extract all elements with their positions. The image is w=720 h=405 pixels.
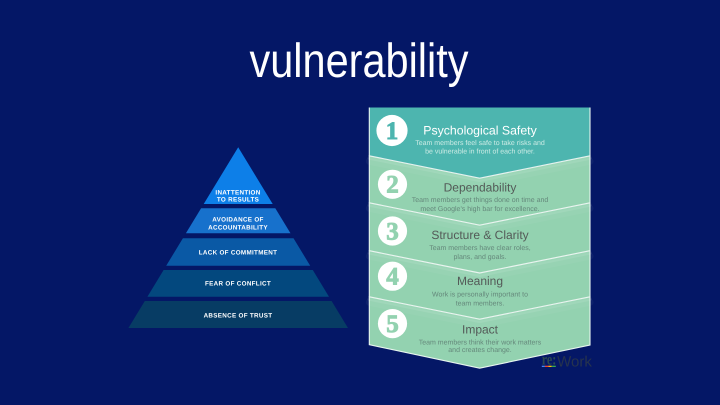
svg-text:Meaning: Meaning bbox=[457, 274, 503, 288]
svg-text:3: 3 bbox=[386, 218, 399, 245]
svg-text:Team members feel safe to take: Team members feel safe to take risks and bbox=[415, 139, 545, 147]
svg-text:Structure & Clarity: Structure & Clarity bbox=[431, 228, 528, 242]
svg-text:Team members get things done o: Team members get things done on time and bbox=[412, 196, 549, 204]
svg-text:meet Google's high bar for exc: meet Google's high bar for excellence. bbox=[420, 205, 539, 213]
svg-text:re:: re: bbox=[542, 352, 557, 369]
svg-text:ACCOUNTABILITY: ACCOUNTABILITY bbox=[208, 224, 268, 231]
svg-text:ABSENCE OF TRUST: ABSENCE OF TRUST bbox=[204, 313, 273, 320]
svg-text:be vulnerable in front of each: be vulnerable in front of each other. bbox=[425, 148, 535, 156]
svg-text:vulnerability: vulnerability bbox=[250, 35, 469, 88]
svg-text:team members.: team members. bbox=[456, 299, 505, 307]
svg-text:Team members have clear roles,: Team members have clear roles, bbox=[429, 244, 531, 252]
svg-text:Team members think their work: Team members think their work matters bbox=[419, 339, 542, 347]
svg-text:2: 2 bbox=[386, 172, 399, 199]
svg-text:TO RESULTS: TO RESULTS bbox=[217, 196, 259, 203]
svg-text:LACK OF COMMITMENT: LACK OF COMMITMENT bbox=[199, 249, 278, 256]
svg-text:Work is personally important t: Work is personally important to bbox=[432, 290, 528, 298]
svg-text:INATTENTION: INATTENTION bbox=[215, 189, 260, 196]
svg-text:and creates change.: and creates change. bbox=[448, 346, 511, 354]
svg-text:4: 4 bbox=[386, 264, 399, 291]
svg-text:plans, and goals.: plans, and goals. bbox=[454, 253, 507, 261]
svg-text:Work: Work bbox=[557, 353, 592, 370]
svg-text:Impact: Impact bbox=[462, 322, 499, 336]
svg-text:5: 5 bbox=[386, 311, 399, 338]
svg-text:AVOIDANCE OF: AVOIDANCE OF bbox=[212, 217, 263, 224]
svg-text:Psychological Safety: Psychological Safety bbox=[423, 124, 537, 138]
svg-text:1: 1 bbox=[386, 118, 399, 145]
svg-text:FEAR OF CONFLICT: FEAR OF CONFLICT bbox=[205, 281, 271, 288]
svg-text:Dependability: Dependability bbox=[444, 180, 517, 194]
